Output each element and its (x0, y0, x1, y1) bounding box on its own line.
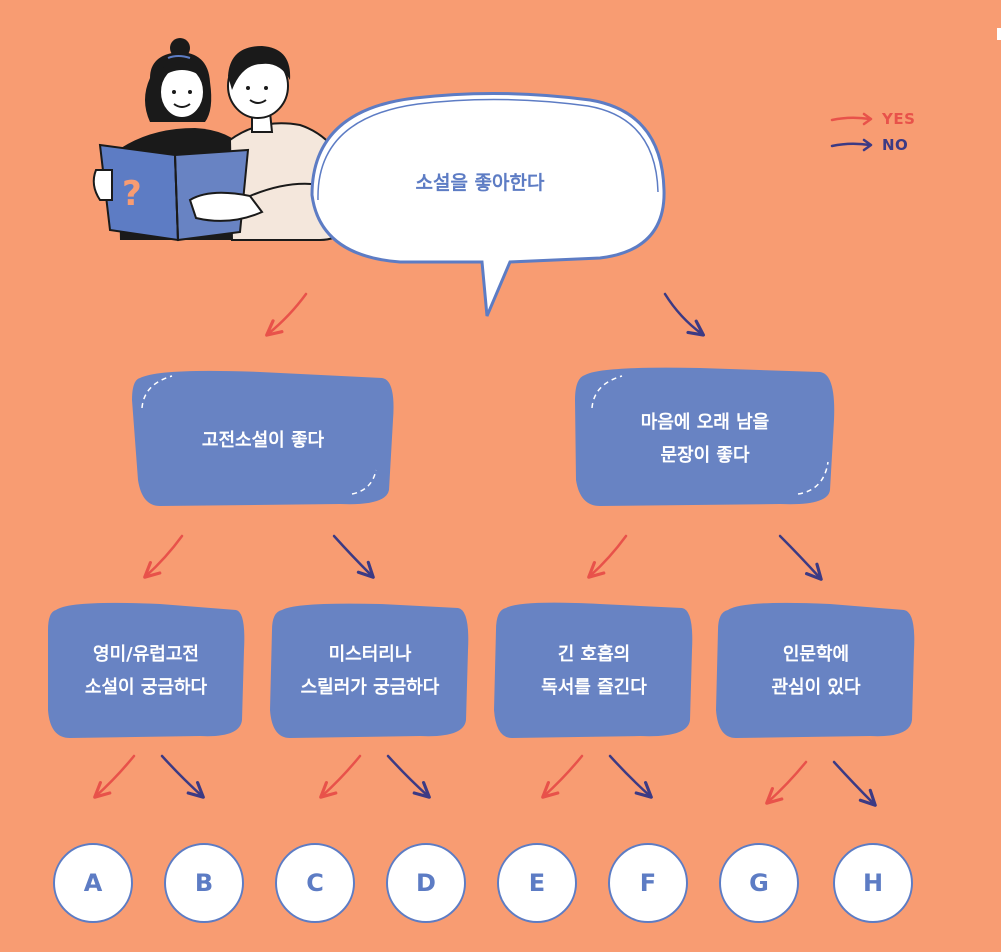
no-arrow (386, 754, 431, 799)
answer-circle-d (386, 843, 466, 923)
answer-circle-b (164, 843, 244, 923)
yes-arrow (587, 534, 628, 579)
yes-arrow (319, 754, 362, 799)
answer-d-label: D (416, 869, 436, 897)
node-d-line1: 인문학에 (782, 644, 850, 665)
svg-text:?: ? (122, 174, 142, 214)
answer-circle-f (608, 843, 688, 923)
yes-arrow (265, 292, 308, 337)
yes-arrow (143, 534, 184, 579)
yes-arrow-icon (830, 112, 873, 126)
answer-b-label: B (194, 869, 214, 897)
node-b-text: 미스터리나 스릴러가 궁금하다 (270, 638, 470, 704)
node-classic-novel (132, 370, 394, 506)
flow-arrows (93, 292, 877, 807)
no-arrow (832, 760, 877, 807)
answer-circle-e (497, 843, 577, 923)
no-arrow-icon (830, 138, 873, 152)
node-classic-novel-text: 고전소설이 좋다 (132, 424, 394, 457)
node-d (716, 602, 915, 738)
node-c-line1: 긴 호흡의 (557, 644, 631, 665)
legend-yes: YES (830, 106, 915, 132)
legend-no-label: NO (882, 136, 909, 154)
answer-h-label: H (862, 869, 884, 897)
answer-e-label: E (528, 869, 546, 897)
node-d-text: 인문학에 관심이 있다 (716, 638, 916, 704)
answer-circle-a (53, 843, 133, 923)
answer-circles (53, 843, 913, 923)
answer-g-label: G (749, 869, 769, 897)
answer-f-label: F (639, 869, 657, 897)
answer-circle-c (275, 843, 355, 923)
node-a-line2: 소설이 궁금하다 (84, 677, 208, 698)
no-arrow (160, 754, 205, 799)
yes-arrow (541, 754, 584, 799)
yes-arrow (765, 760, 808, 805)
answer-circle-g (719, 843, 799, 923)
node-c-line2: 독서를 즐긴다 (541, 677, 647, 698)
legend: YES NO (830, 106, 915, 158)
node-b-line2: 스릴러가 궁금하다 (300, 677, 440, 698)
node-a-text: 영미/유럽고전 소설이 궁금하다 (46, 638, 246, 704)
node-b (270, 603, 469, 738)
node-d-line2: 관심이 있다 (771, 677, 861, 698)
no-arrow (663, 292, 705, 337)
node-memorable-sentence-text: 마음에 오래 남을 문장이 좋다 (575, 406, 835, 472)
node-a (48, 602, 245, 738)
node-memorable-sentence-line1: 마음에 오래 남을 (640, 412, 770, 433)
no-arrow (332, 534, 375, 579)
node-a-line1: 영미/유럽고전 (93, 644, 199, 665)
edge-mark (997, 28, 1001, 40)
answer-circle-h (833, 843, 913, 923)
node-c-text: 긴 호흡의 독서를 즐긴다 (494, 638, 694, 704)
legend-yes-label: YES (882, 110, 916, 128)
node-classic-novel-line1: 고전소설이 좋다 (201, 430, 325, 451)
root-question-bubble (310, 91, 666, 317)
node-memorable-sentence-line2: 문장이 좋다 (660, 445, 750, 466)
node-memorable-sentence (575, 367, 835, 506)
legend-no: NO (830, 132, 915, 158)
root-question-text: 소설을 좋아한다 (415, 172, 545, 194)
answer-c-label: C (306, 869, 324, 897)
no-arrow (608, 754, 653, 799)
no-arrow (778, 534, 823, 581)
node-b-line1: 미스터리나 (328, 644, 412, 665)
answer-a-label: A (83, 869, 103, 897)
two-people-reading-book-icon: ? (92, 38, 357, 242)
node-c (494, 602, 693, 738)
yes-arrow (93, 754, 136, 799)
